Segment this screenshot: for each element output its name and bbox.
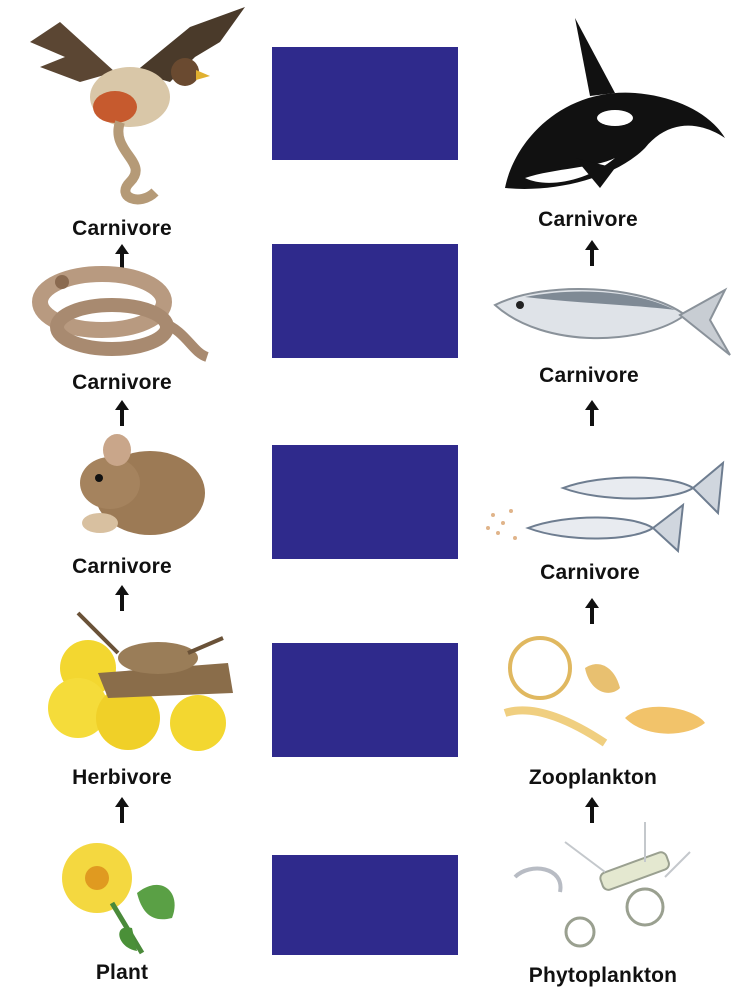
answer-box-5[interactable] [272,855,458,955]
marine-label-4: Zooplankton [529,766,657,790]
mouse-icon [55,428,215,548]
arrow-up-icon [585,400,599,426]
marine-label-2: Carnivore [539,364,639,388]
snake-icon [22,262,212,370]
orca-icon [495,18,730,198]
marine-label-1: Carnivore [538,208,638,232]
answer-box-1[interactable] [272,47,458,160]
phytoplankton-icon [505,822,695,957]
terrestrial-label-3: Carnivore [72,555,172,579]
grasshopper-icon [38,598,238,758]
answer-box-4[interactable] [272,643,458,757]
answer-box-3[interactable] [272,445,458,559]
arrow-up-icon [585,797,599,823]
answer-box-2[interactable] [272,244,458,358]
terrestrial-label-1: Carnivore [72,217,172,241]
hawk-icon [20,2,250,212]
arrow-up-icon [115,797,129,823]
terrestrial-label-4: Herbivore [72,766,172,790]
tuna-icon [485,275,735,370]
terrestrial-label-5: Plant [96,961,148,985]
small-fish-icon [483,453,733,553]
zooplankton-icon [495,628,715,758]
terrestrial-label-2: Carnivore [72,371,172,395]
arrow-up-icon [585,240,599,266]
arrow-up-icon [585,598,599,624]
marine-label-3: Carnivore [540,561,640,585]
flower-plant-icon [52,833,192,963]
marine-label-5: Phytoplankton [529,964,677,988]
arrow-up-icon [115,400,129,426]
